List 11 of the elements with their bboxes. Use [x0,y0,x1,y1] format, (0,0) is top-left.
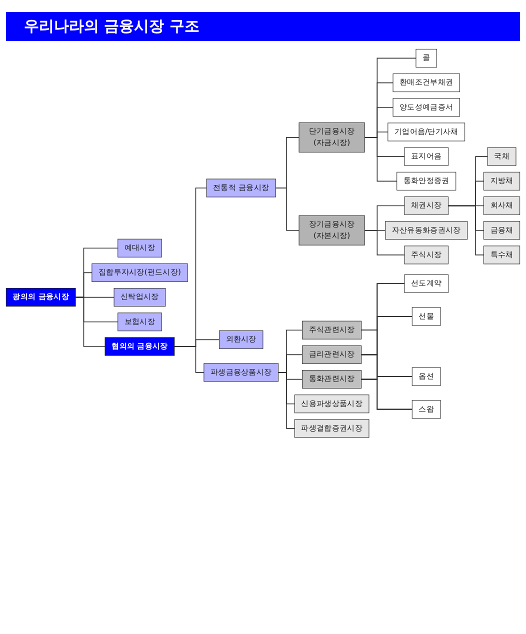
connector [360,378,413,410]
connector [174,346,204,373]
connector [364,137,398,182]
connector [278,372,296,429]
connector [75,296,106,347]
connector [448,205,484,256]
connector [360,354,413,410]
diagram-title: 우리나라의 금융시장 구조 [6,12,520,41]
connector [360,330,413,410]
connector [364,230,405,256]
connector [275,188,300,231]
